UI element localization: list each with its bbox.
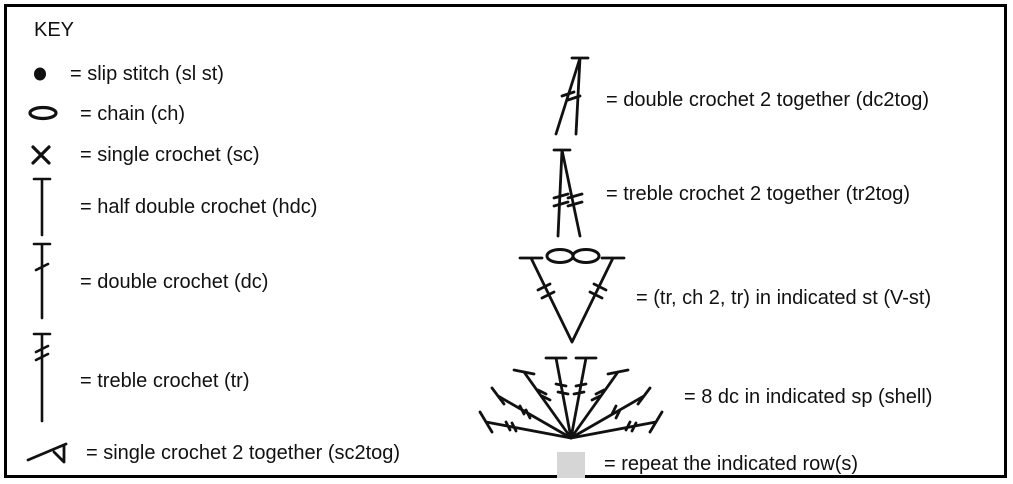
dc2tog-icon bbox=[554, 56, 590, 136]
key-title: KEY bbox=[34, 19, 75, 41]
label-shell: = 8 dc in indicated sp (shell) bbox=[684, 386, 933, 408]
label-tr2tog: = treble crochet 2 together (tr2tog) bbox=[606, 183, 911, 205]
label-ch: = chain (ch) bbox=[80, 103, 186, 125]
label-sc2tog: = single crochet 2 together (sc2tog) bbox=[86, 442, 401, 464]
label-hdc: = half double crochet (hdc) bbox=[80, 196, 318, 218]
label-dc2tog: = double crochet 2 together (dc2tog) bbox=[606, 89, 929, 111]
tr2tog-icon bbox=[552, 148, 584, 238]
label-dc: = double crochet (dc) bbox=[80, 271, 269, 293]
half-double-crochet-icon bbox=[32, 177, 52, 237]
repeat-swatch-icon bbox=[557, 452, 585, 478]
label-sc: = single crochet (sc) bbox=[80, 144, 260, 166]
v-stitch-icon bbox=[518, 248, 626, 344]
double-crochet-icon bbox=[32, 242, 52, 320]
slip-stitch-icon bbox=[34, 67, 46, 81]
label-sl-st: = slip stitch (sl st) bbox=[70, 63, 224, 85]
single-crochet-icon bbox=[31, 145, 51, 165]
label-v-st: = (tr, ch 2, tr) in indicated st (V-st) bbox=[636, 287, 932, 309]
chain-icon bbox=[28, 105, 58, 121]
label-repeat: = repeat the indicated row(s) bbox=[604, 453, 859, 475]
treble-crochet-icon bbox=[32, 332, 52, 423]
shell-icon bbox=[478, 356, 664, 440]
sc2tog-icon bbox=[26, 442, 68, 464]
label-tr: = treble crochet (tr) bbox=[80, 370, 250, 392]
